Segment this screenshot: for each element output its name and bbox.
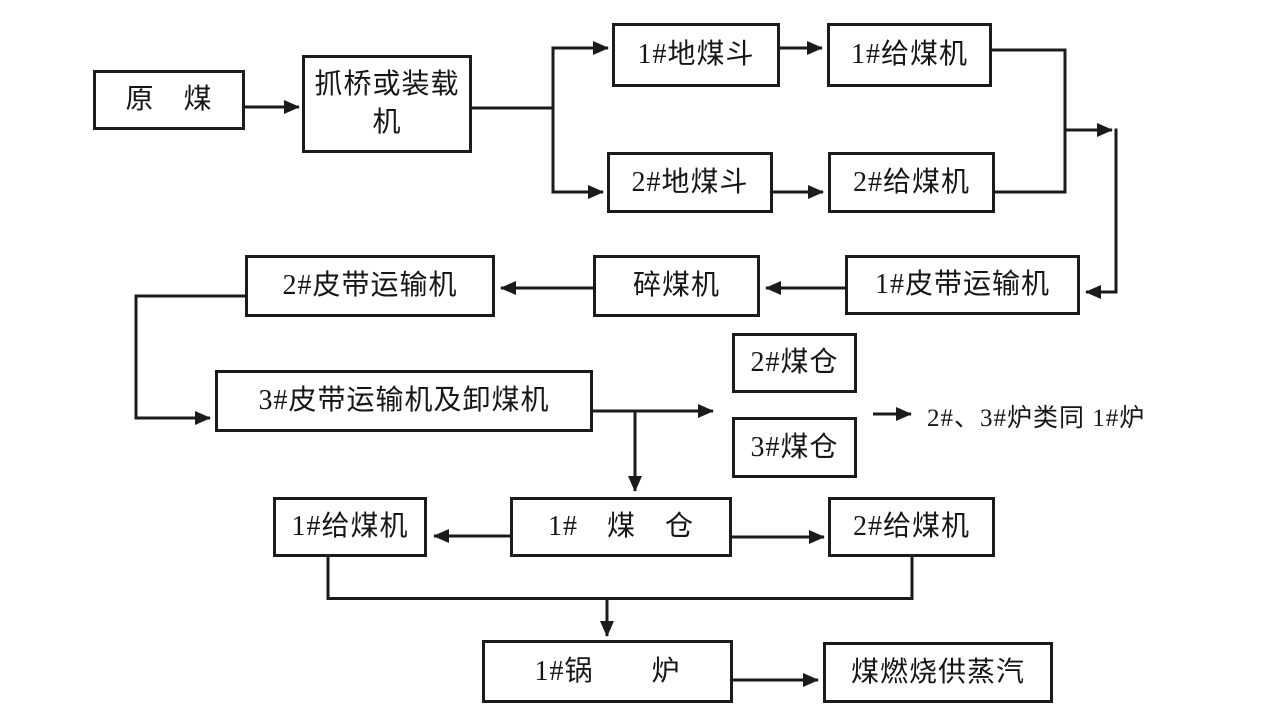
node-label: 2#给煤机 <box>852 511 970 543</box>
node-coal-bunker-1: 1# 煤 仓 <box>510 497 732 557</box>
node-label: 1# 煤 仓 <box>547 511 694 543</box>
node-label: 2#煤仓 <box>750 347 839 379</box>
node-raw-coal: 原 煤 <box>93 70 245 130</box>
node-coal-feeder-2-top: 2#给煤机 <box>828 152 995 213</box>
node-coal-bunker-2: 2#煤仓 <box>732 333 857 393</box>
node-coal-combustion-steam: 煤燃烧供蒸汽 <box>823 642 1053 703</box>
node-label: 抓桥或装载 <box>314 69 460 101</box>
node-coal-bunker-3: 3#煤仓 <box>732 417 857 478</box>
node-coal-feeder-1-top: 1#给煤机 <box>827 23 992 87</box>
node-label: 3#皮带运输机及卸煤机 <box>258 385 550 417</box>
node-label: 煤燃烧供蒸汽 <box>850 656 1025 688</box>
node-ground-hopper-2: 2#地煤斗 <box>607 152 773 213</box>
node-label: 原 煤 <box>125 84 213 116</box>
node-label: 2#皮带运输机 <box>282 270 458 302</box>
node-label: 1#锅 炉 <box>534 655 681 687</box>
node-label: 1#给煤机 <box>291 511 409 543</box>
node-belt-conveyor-1: 1#皮带运输机 <box>845 255 1080 315</box>
node-boiler-1: 1#锅 炉 <box>482 640 733 703</box>
node-label: 机 <box>372 107 402 138</box>
node-coal-feeder-2-bottom: 2#给煤机 <box>828 497 995 557</box>
node-belt-conveyor-3-unloader: 3#皮带运输机及卸煤机 <box>215 370 593 432</box>
node-belt-conveyor-2: 2#皮带运输机 <box>245 255 495 317</box>
node-label: 2#给煤机 <box>852 166 970 198</box>
node-coal-feeder-1-bottom: 1#给煤机 <box>273 497 427 557</box>
side-note-furnaces-2-3-same-as-1: 2#、3#炉类同 1#炉 <box>927 405 1146 432</box>
node-coal-crusher: 碎煤机 <box>593 255 760 317</box>
node-label: 1#地煤斗 <box>637 39 755 71</box>
node-ground-hopper-1: 1#地煤斗 <box>612 23 780 87</box>
node-label: 碎煤机 <box>632 270 720 302</box>
node-grab-bridge-loader: 抓桥或装载 机 <box>302 55 472 153</box>
node-label: 2#地煤斗 <box>631 166 749 198</box>
node-label: 1#给煤机 <box>850 39 968 71</box>
node-label: 3#煤仓 <box>750 431 839 463</box>
node-label: 1#皮带运输机 <box>874 269 1050 301</box>
